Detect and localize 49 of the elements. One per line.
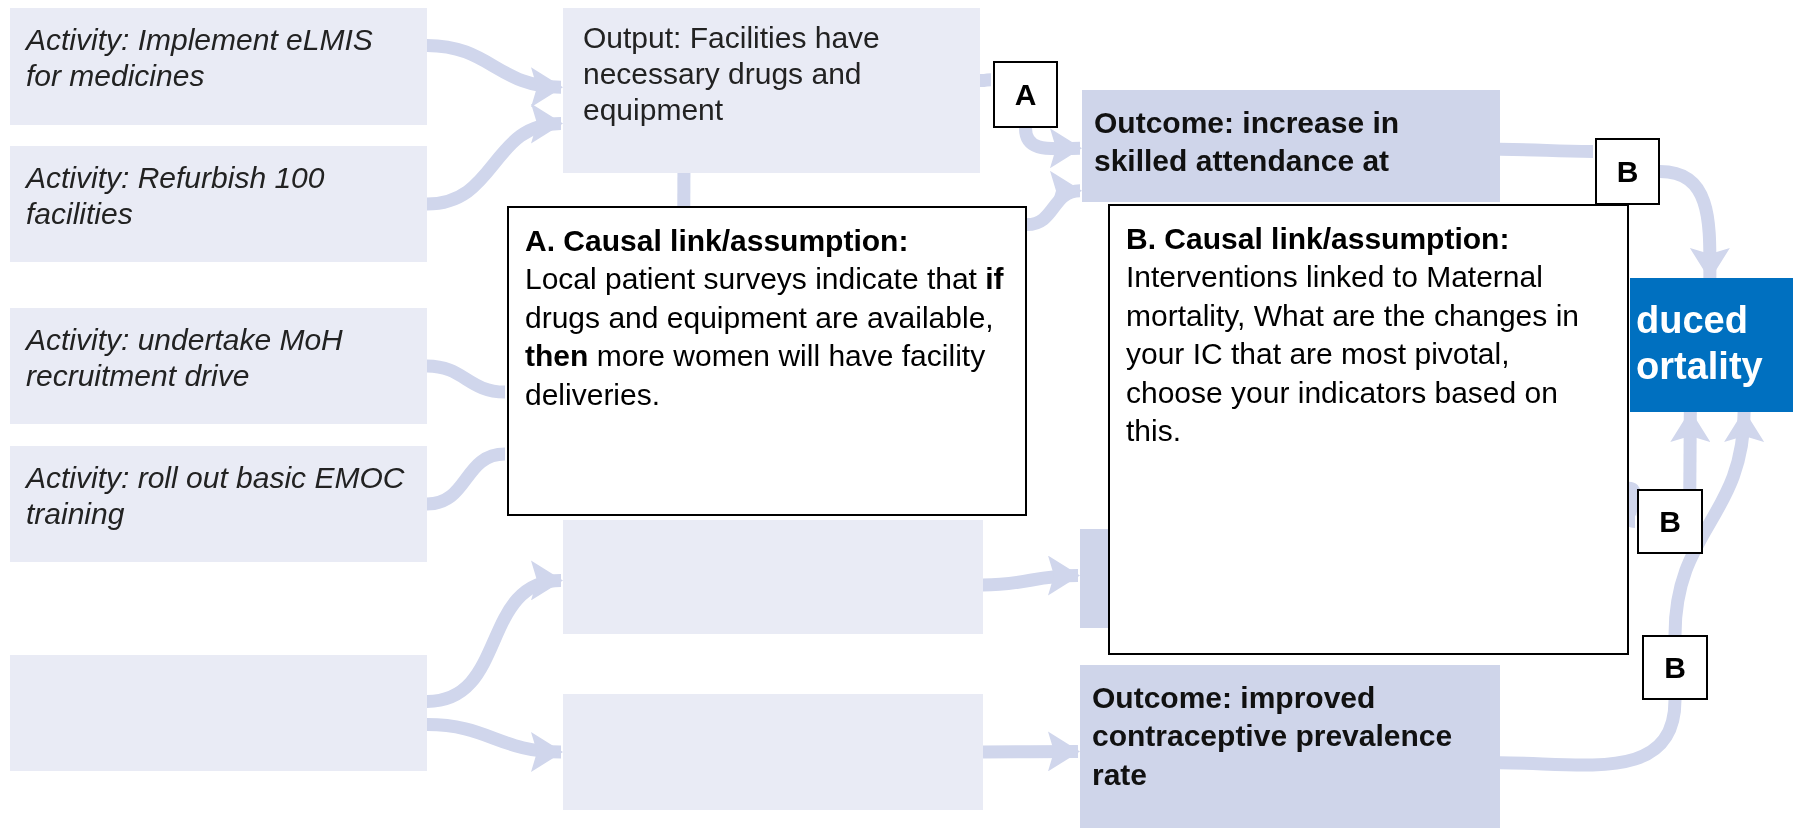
arrow [1026,174,1082,232]
activity-box [10,8,427,125]
outcome-box [1082,90,1500,202]
arrow [982,556,1080,597]
output-box [563,520,983,634]
outcome-box [1080,665,1500,828]
callout-letter: B [1616,154,1639,189]
arrow [1670,410,1711,489]
callout-body: Interventions linked to Maternal mortality, What are the changes in your IC that are most pivotal, choose your indicators based on this. [1126,259,1580,449]
output-text: Output: Facilities have necessary drugs and equipment [583,20,881,128]
arrow [1019,127,1082,169]
connector-line [677,173,691,206]
callout-tooltip [1108,204,1629,655]
callout-heading: A. Causal link/assumption: [525,223,910,259]
arrow [426,718,563,771]
connector-line [979,73,992,88]
arrow [426,38,563,106]
callout-marker [993,61,1058,128]
connector-line [426,359,506,399]
connector-line [426,447,506,511]
output-box [563,8,980,173]
callout-marker [1595,138,1660,205]
activity-text: Activity: undertake MoH recruitment drive [26,322,344,394]
connector-line [1499,142,1594,158]
callout-heading: B. Causal link/assumption: [1126,221,1511,257]
callout-tooltip [507,206,1027,516]
impact-text: duced ortality [1636,298,1764,389]
activity-box [10,446,427,562]
activity-box [10,146,427,262]
callout-letter: A [1014,77,1037,112]
arrow [426,106,563,211]
callout-letter: B [1664,650,1686,685]
activity-text: Activity: Refurbish 100 facilities [26,160,326,232]
callout-letter: B [1659,504,1681,539]
outcome-text: Outcome: improved contraceptive prevalence rate [1092,680,1454,793]
outcome-text: Outcome: increase in skilled attendance at [1094,105,1401,180]
impact-box [1630,278,1793,412]
activity-box [10,655,427,771]
arrow [1659,165,1730,280]
callout-marker [1642,635,1708,700]
connector-line [1499,699,1682,772]
arrow [983,731,1080,772]
callout-body: Local patient surveys indicate that if drugs and equipment are available, then more women will have facility deliveries. [525,261,1005,413]
activity-text: Activity: roll out basic EMOC training [26,460,406,532]
activity-box [10,308,427,424]
callout-marker [1637,489,1703,554]
output-box [563,694,983,810]
activity-text: Activity: Implement eLMIS for medicines [26,22,374,94]
arrow [1668,410,1763,636]
